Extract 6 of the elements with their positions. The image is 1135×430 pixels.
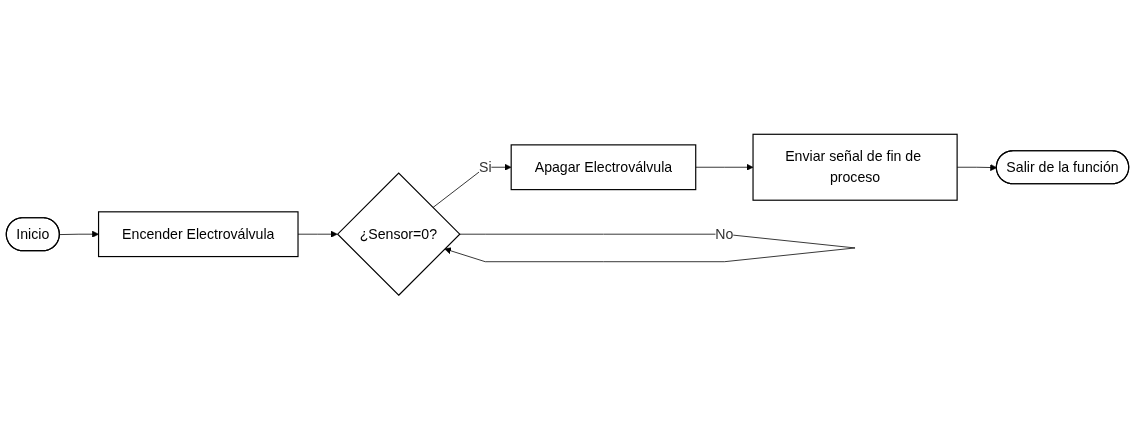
node-box: Enviar señal de fin de proceso <box>752 133 958 202</box>
node-box: Apagar Electroválvula <box>510 144 697 191</box>
edge-label: No <box>715 226 734 242</box>
node-diamond: ¿Sensor=0? <box>336 172 461 297</box>
edge-label: Si <box>478 159 492 175</box>
node-box: Encender Electroválvula <box>97 211 299 258</box>
